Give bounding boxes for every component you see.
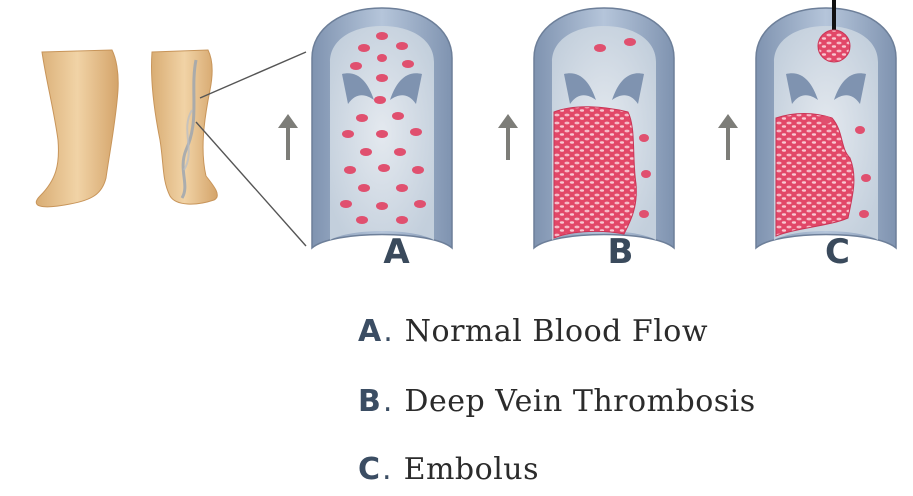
legend-text: Embolus [404,452,539,487]
thrombus [554,107,636,238]
left-leg [36,50,118,207]
legend-dot: . [382,452,392,487]
legend-text: Normal Blood Flow [405,314,708,349]
legend-item-c: C. Embolus [358,452,539,496]
embolus [818,30,850,62]
legend-dot: . [383,314,393,349]
panel-label-a: A [362,232,432,272]
vein-normal [312,8,452,248]
panel-label-c: C [803,232,873,272]
vein-thrombosis [534,8,674,248]
legend-dot: . [383,384,393,419]
flow-arrow-icon [718,114,738,160]
vein-embolus [756,0,896,248]
flow-arrow-icon [278,114,298,160]
legend-key: B [358,384,381,419]
flow-arrow-icon [498,114,518,160]
legend-text: Deep Vein Thrombosis [404,384,755,419]
legend-item-b: B. Deep Vein Thrombosis [358,384,756,428]
legend-item-a: A. Normal Blood Flow [358,314,708,358]
legs-illustration [36,50,306,246]
legend-key: A [358,314,381,349]
legend-key: C [358,452,380,487]
panel-label-b: B [586,232,656,272]
zoom-line-top [200,52,306,98]
